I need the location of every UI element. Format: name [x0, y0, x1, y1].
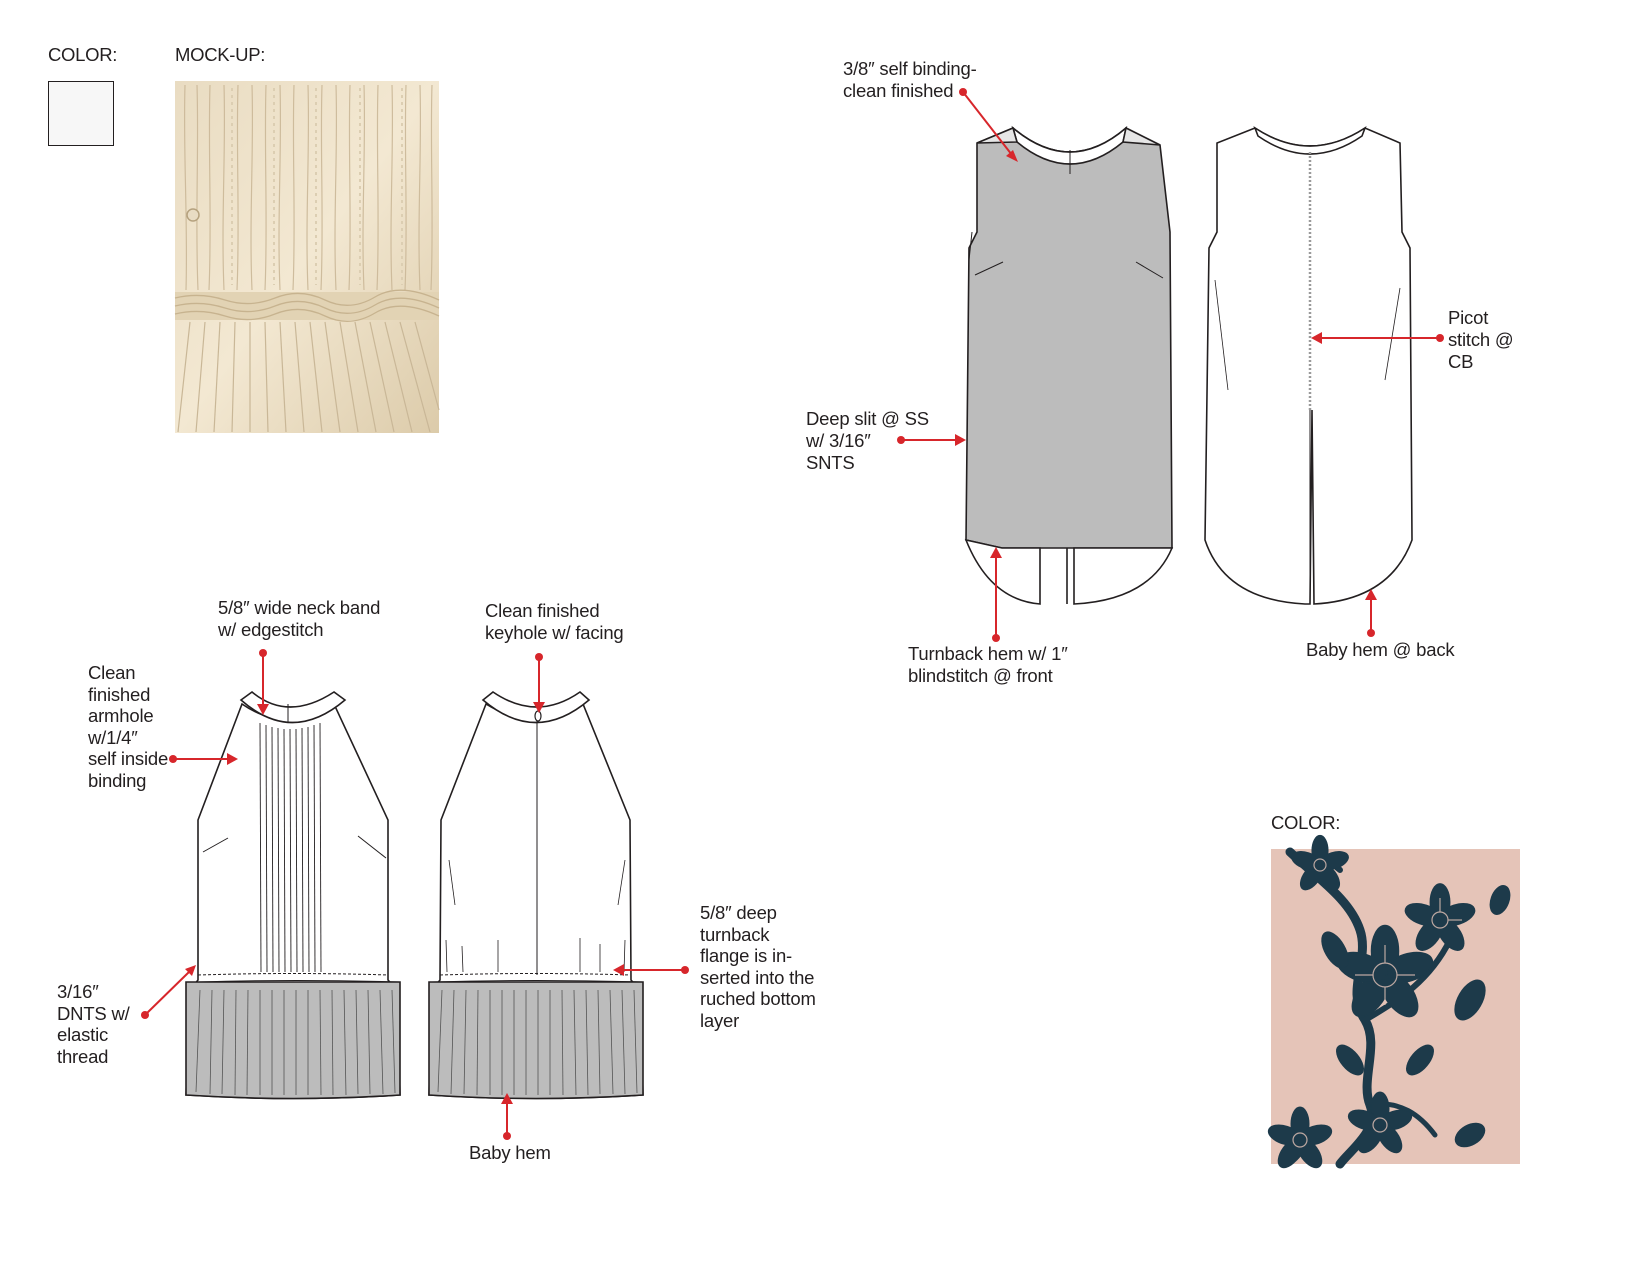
tunic-front-view [964, 125, 1174, 605]
callout-picot-stitch: Picot stitch @ CB [1448, 307, 1514, 372]
callout-baby-hem-back: Baby hem @ back [1306, 639, 1455, 660]
callout-deep-slit: Deep slit @ SS w/ 3/16″ SNTS [806, 408, 929, 473]
callout-keyhole: Clean finished keyhole w/ facing [485, 600, 624, 643]
callout-armhole: Clean finished armhole w/1/4″ self insid… [88, 662, 169, 791]
color-header-bottom: COLOR: [1271, 812, 1341, 833]
callout-arrows [141, 88, 1444, 1140]
halter-front-view [185, 690, 401, 1100]
halter-back-view [428, 690, 644, 1100]
callout-self-binding: 3/8″ self binding- clean finished [843, 58, 977, 101]
tunic-back-view [1204, 125, 1413, 605]
callout-flange: 5/8″ deep turnback flange is in- serted … [700, 902, 816, 1031]
mockup-photo [174, 81, 440, 433]
mockup-header: MOCK-UP: [175, 44, 266, 65]
callout-dnts: 3/16″ DNTS w/ elastic thread [57, 981, 130, 1067]
color-header-top: COLOR: [48, 44, 118, 65]
floral-print-swatch [1265, 834, 1520, 1173]
callout-turnback-hem: Turnback hem w/ 1″ blindstitch @ front [908, 643, 1068, 686]
callout-neck-band: 5/8″ wide neck band w/ edgestitch [218, 597, 381, 640]
color-swatch-white [48, 81, 114, 146]
callout-baby-hem: Baby hem [469, 1142, 551, 1163]
